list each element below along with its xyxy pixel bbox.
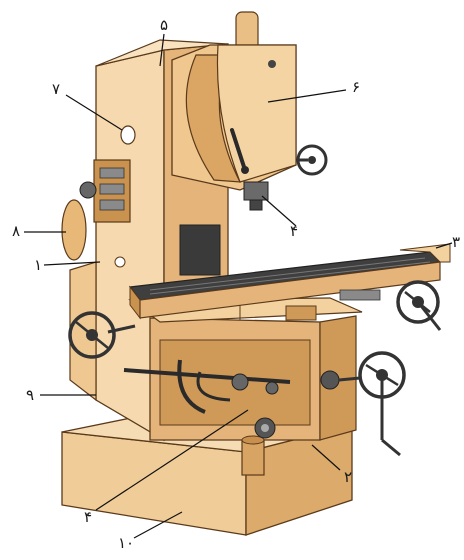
label-3: ۳	[452, 233, 460, 251]
vertical-milling-head	[171, 11, 328, 211]
label-7: ۷	[52, 80, 60, 98]
part-labels: ۵ ۶ ۷ ۸ ۱ ۴ ۳ ۹ ۴ ۲ ۱۰	[12, 16, 460, 552]
label-8: ۸	[12, 222, 20, 240]
label-1: ۱	[34, 256, 42, 274]
label-5: ۵	[160, 16, 168, 34]
work-table	[128, 243, 451, 331]
label-4-bottom: ۴	[84, 508, 92, 526]
knee-handwheel	[68, 311, 136, 359]
leader-lines	[24, 33, 453, 539]
label-2: ۲	[344, 468, 352, 486]
label-4-spindle: ۴	[290, 222, 298, 240]
label-9: ۹	[26, 386, 34, 404]
knee	[123, 315, 357, 476]
label-10: ۱۰	[118, 534, 134, 552]
label-6: ۶	[352, 78, 360, 96]
